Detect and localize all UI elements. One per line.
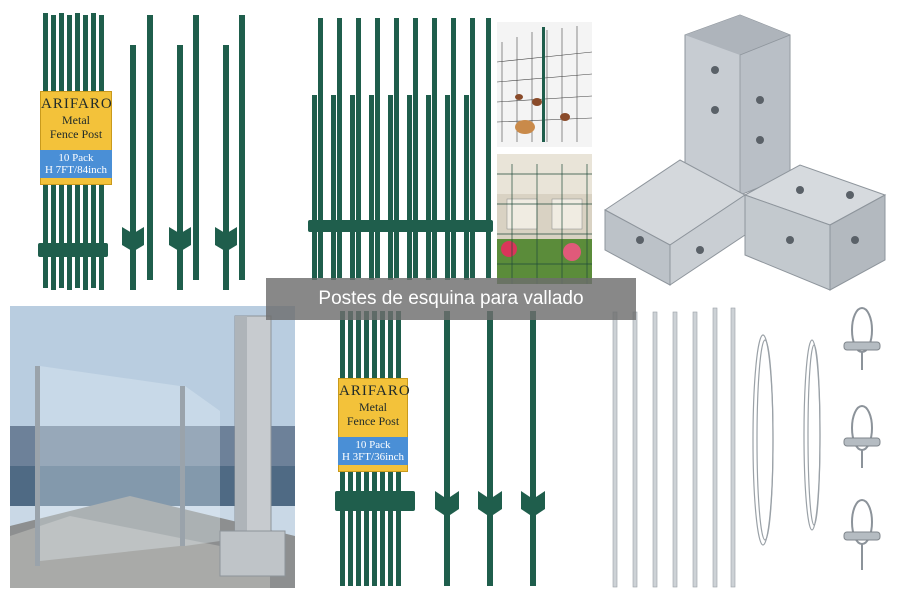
label-line1: Metal <box>62 113 90 127</box>
panel-fence-posts-3ft: ARIFARO Metal Fence Post 10 Pack H 3FT/3… <box>320 306 560 591</box>
label-pack: 10 Pack <box>58 152 94 164</box>
label-size: H 7FT/84inch <box>44 164 108 176</box>
green-posts-row-image <box>308 18 493 280</box>
panel-corner-bracket <box>600 10 895 295</box>
label-line2: Fence Post <box>346 414 400 428</box>
label-pack-band: 10 Pack H 7FT/84inch <box>40 150 112 178</box>
garden-fence-photo <box>497 154 592 284</box>
image-caption: Postes de esquina para vallado <box>266 278 636 320</box>
label-line1: Metal <box>359 400 387 414</box>
glass-railing-photo <box>10 306 295 588</box>
label-brand: ARIFARO <box>41 96 113 112</box>
fence-with-animals-photo <box>497 22 592 147</box>
product-label: ARIFARO Metal Fence Post 10 Pack H 3FT/3… <box>338 378 411 472</box>
panel-fence-posts-row <box>300 10 495 290</box>
panel-wire-kit <box>600 300 895 595</box>
label-pack-band: 10 Pack H 3FT/36inch <box>338 437 408 465</box>
label-pack: 10 Pack <box>355 439 391 451</box>
galvanized-corner-bracket-image <box>604 14 887 291</box>
label-size: H 3FT/36inch <box>341 451 405 463</box>
wire-fence-kit-image <box>612 307 881 588</box>
panel-fence-posts-7ft: ARIFARO Metal Fence Post 10 Pack H 7FT/8… <box>10 5 270 295</box>
panel-glass-railing <box>10 306 295 588</box>
product-label: ARIFARO Metal Fence Post 10 Pack H 7FT/8… <box>40 91 112 185</box>
panel-fence-photos <box>497 22 592 284</box>
label-line2: Fence Post <box>49 127 103 141</box>
label-brand: ARIFARO <box>339 383 411 399</box>
